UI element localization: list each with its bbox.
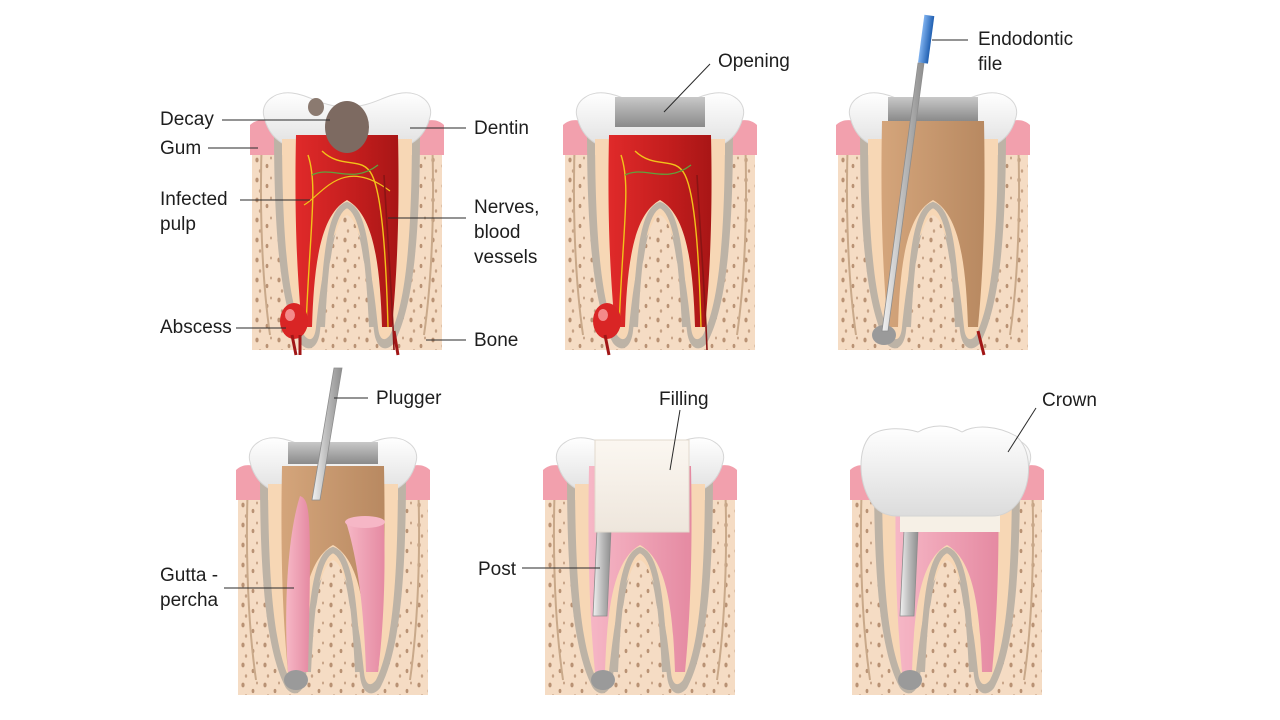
- label-post: Post: [478, 559, 517, 580]
- label-abscess: Abscess: [160, 317, 232, 338]
- label-opening: Opening: [718, 51, 790, 72]
- label-crown: Crown: [1042, 390, 1097, 411]
- leader-lines: [208, 39, 1037, 589]
- gutta-percha-right: [346, 522, 385, 672]
- decay-mass: [325, 101, 369, 153]
- label-gum: Gum: [160, 138, 202, 159]
- endodontic-file-handle: [918, 14, 935, 64]
- label-decay: Decay: [160, 109, 214, 130]
- crown-cap: [860, 425, 1030, 517]
- plugger-instrument: [311, 367, 343, 501]
- label-nerves: Nerves, blood vessels: [474, 197, 540, 268]
- leader-filling: [669, 409, 681, 471]
- panel-plugger: [236, 367, 430, 695]
- nerve-strand: [321, 150, 389, 328]
- access-opening: [615, 97, 705, 127]
- gutta-percha-left: [286, 496, 310, 672]
- infected-pulp: [608, 135, 712, 327]
- decay-mass: [308, 98, 324, 116]
- label-infected-pulp: Infected pulp: [160, 189, 228, 235]
- nerve-strand: [303, 175, 391, 206]
- leader-crown: [1007, 407, 1037, 453]
- panel-opening: [563, 93, 757, 356]
- endodontic-file-shaft: [881, 62, 925, 332]
- nerve-strand: [383, 174, 395, 351]
- label-filling: Filling: [659, 389, 709, 410]
- panel-crown: [850, 425, 1044, 695]
- panel-infected-tooth: [250, 93, 444, 356]
- panel-endodontic-file: [836, 14, 1030, 356]
- abscess: [280, 303, 308, 339]
- infected-pulp: [295, 135, 399, 327]
- label-gutta-percha: Gutta - percha: [160, 565, 219, 611]
- panel-filling: [543, 438, 737, 695]
- leader-opening: [663, 63, 711, 113]
- label-plugger: Plugger: [376, 388, 442, 409]
- label-bone: Bone: [474, 330, 519, 351]
- label-endodontic-file: Endodontic file: [978, 29, 1074, 75]
- nerve-strand: [311, 164, 379, 176]
- abscess: [593, 303, 621, 339]
- filling-block: [594, 439, 690, 533]
- nerve-strand: [305, 154, 314, 328]
- label-dentin: Dentin: [474, 118, 529, 139]
